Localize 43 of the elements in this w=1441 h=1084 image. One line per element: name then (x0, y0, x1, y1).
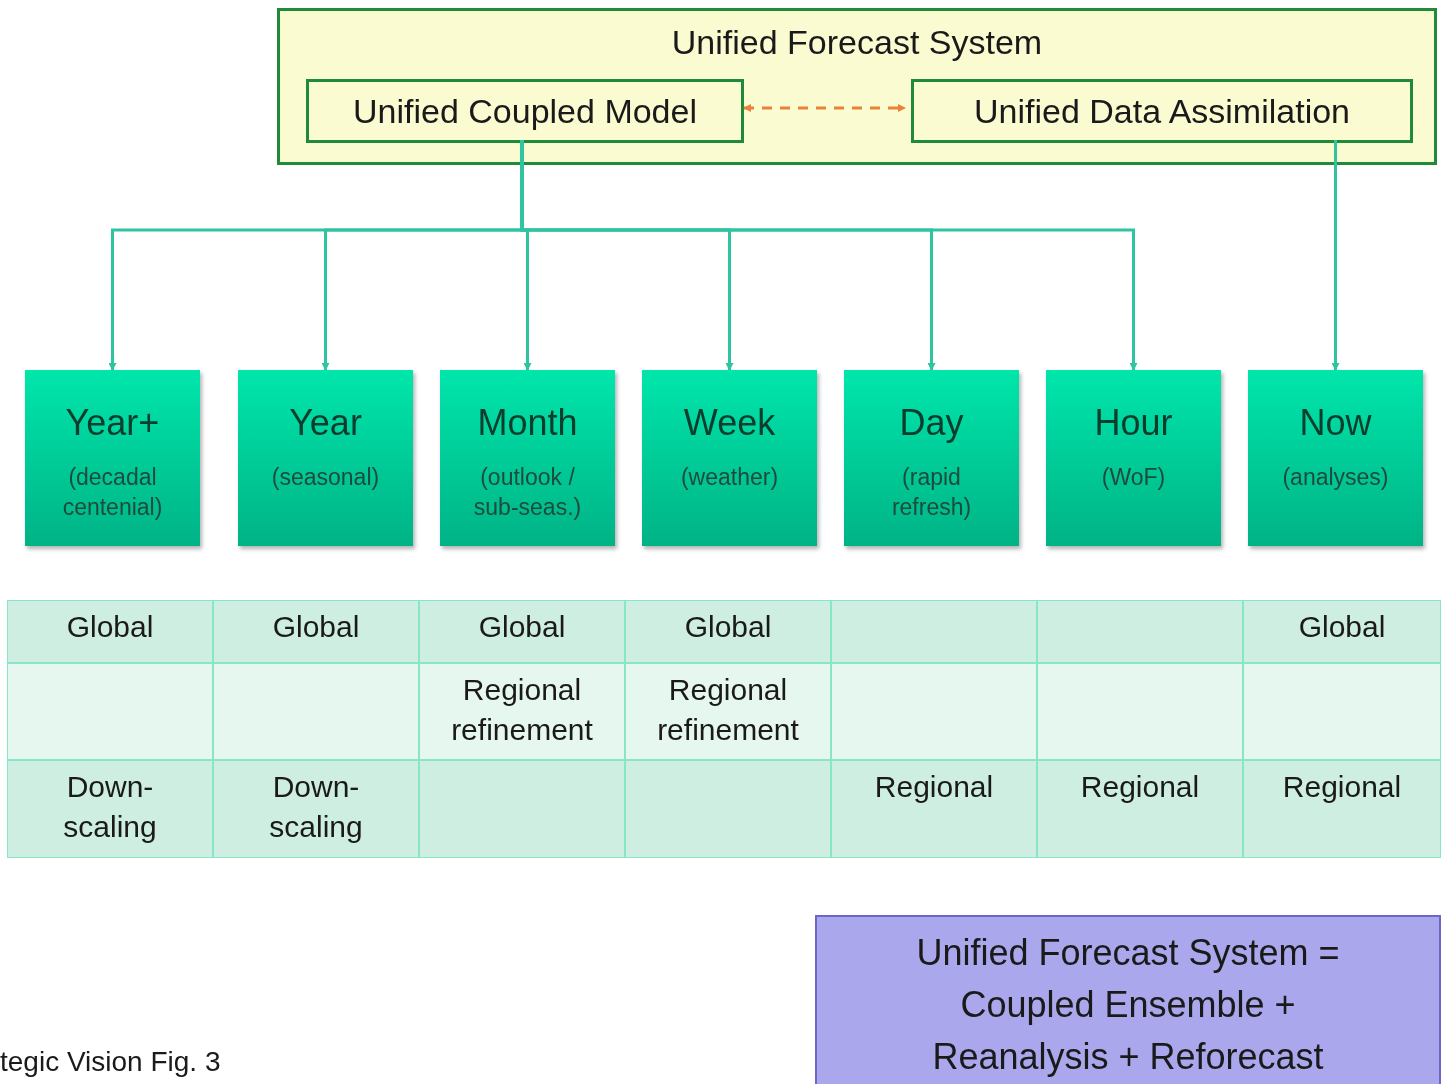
box-label: Unified Coupled Model (353, 91, 697, 131)
model-box (306, 79, 744, 143)
figure-note: tegic Vision Fig. 3 (0, 1046, 221, 1078)
timescale-box (25, 370, 200, 546)
box-title: Day (898, 402, 965, 444)
timescale-box (844, 370, 1019, 546)
table-cell: Regional (1037, 760, 1243, 858)
box-title: Month (476, 402, 579, 444)
timescale-box (642, 370, 817, 546)
table-cell: Down- scaling (7, 760, 213, 858)
box-subtitle: (seasonal) (270, 463, 381, 492)
table-cell: Regional (1243, 760, 1441, 858)
box-subtitle: (decadal centenial) (61, 463, 164, 522)
box-title: Year+ (64, 402, 161, 444)
box-title: Now (1298, 402, 1373, 444)
panel-title: Unified Forecast System (670, 23, 1044, 62)
table-cell: Regional refinement (625, 663, 831, 760)
table-cell: Global (7, 600, 213, 663)
summary-text: Unified Forecast System = Coupled Ensemble + Reanalysis + Reforecast (915, 931, 1341, 1079)
table-cell: Global (1243, 600, 1441, 663)
box-label: Unified Data Assimilation (973, 91, 1351, 131)
table-cell: Global (419, 600, 625, 663)
timescale-box (440, 370, 615, 546)
box-subtitle: (WoF) (1100, 463, 1167, 492)
box-subtitle: (weather) (679, 463, 780, 492)
table-cell: Regional refinement (419, 663, 625, 760)
table-cell: Global (213, 600, 419, 663)
timescale-box (1248, 370, 1423, 546)
timescale-box (1046, 370, 1221, 546)
table-cell: Global (625, 600, 831, 663)
timescale-box (238, 370, 413, 546)
arrow (743, 104, 906, 112)
box-title: Week (682, 402, 777, 444)
system-panel (277, 8, 1437, 165)
model-box (911, 79, 1413, 143)
box-title: Hour (1093, 402, 1174, 444)
table-cell: Regional (831, 760, 1037, 858)
table-cell: Down- scaling (213, 760, 419, 858)
summary-box (815, 915, 1441, 1084)
box-subtitle: (analyses) (1281, 463, 1390, 492)
box-subtitle: (outlook / sub-seas.) (472, 463, 583, 522)
box-title: Year (288, 402, 363, 444)
box-subtitle: (rapid refresh) (890, 463, 973, 522)
